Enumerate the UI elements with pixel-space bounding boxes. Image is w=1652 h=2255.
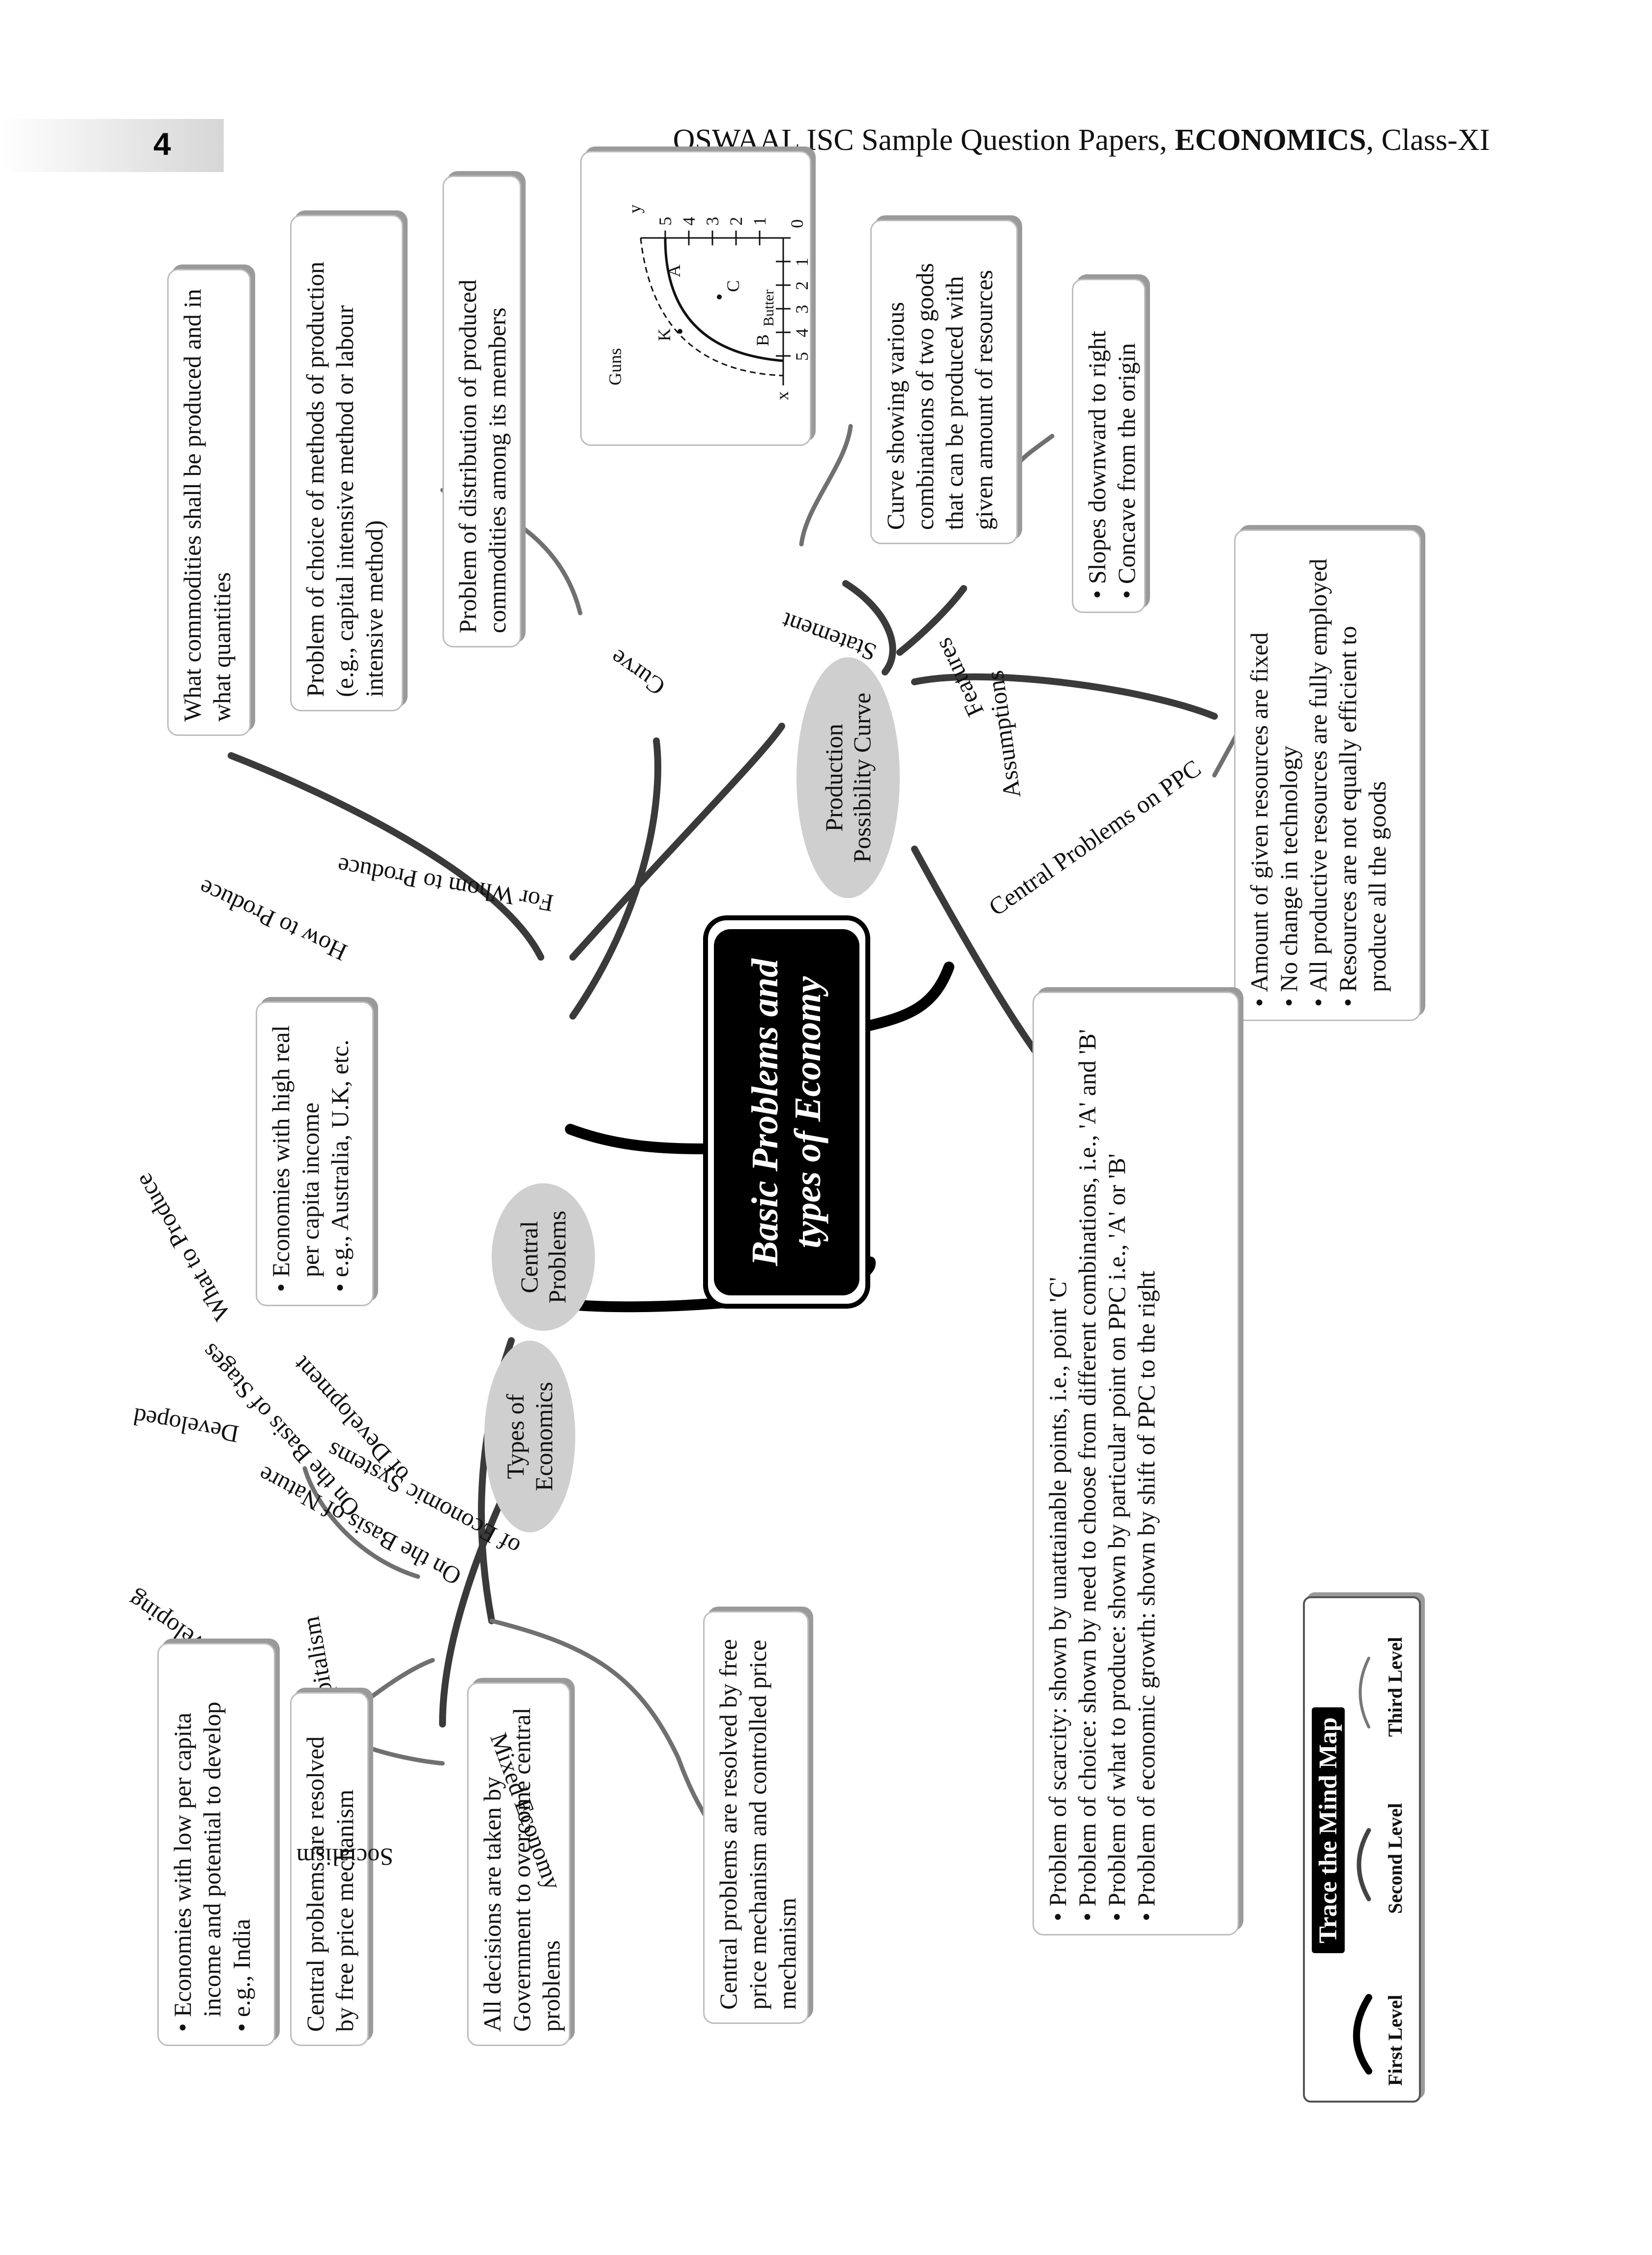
ppc-problems-box: Problem of scarcity: shown by unattainab… — [1032, 992, 1239, 1935]
x-axis-letter: x — [772, 391, 792, 400]
central-problems-line-2: Problems — [543, 1210, 571, 1304]
for-whom-to-produce-box: Problem of distribution of produced comm… — [442, 176, 521, 647]
ppc-line-1: Production — [820, 724, 848, 832]
y-tick-1: 1 — [750, 217, 769, 226]
y-tick-4: 4 — [679, 217, 699, 226]
ppc-graph: Guns y 0 1 2 3 4 5 1 2 3 4 5 Butter x A — [605, 205, 812, 400]
developed-box: Economies with high real per capita inco… — [256, 1001, 374, 1306]
statement-box: Curve showing various combinations of tw… — [870, 220, 1018, 544]
y-axis-letter: y — [625, 205, 645, 213]
point-k-label: K — [654, 328, 674, 341]
center-title: Basic Problems and types of Economy — [744, 959, 830, 1266]
assumption-3: All productive resources are fully emplo… — [1303, 544, 1333, 1007]
feature-2: Concave from the origin — [1112, 293, 1141, 599]
assumption-2: No change in technology — [1274, 544, 1303, 1007]
assumption-1: Amount of given resources are fixed — [1244, 544, 1274, 1007]
statement-text: Curve showing various combinations of tw… — [882, 263, 998, 530]
y-axis-title: Guns — [605, 348, 625, 385]
how-to-produce-text: Problem of choice of methods of producti… — [301, 262, 388, 697]
x-tick-1: 1 — [792, 258, 812, 266]
feature-1: Slopes downward to right — [1082, 293, 1112, 599]
x-tick-2: 2 — [792, 281, 812, 290]
trace-legend: Trace the Mind Map First Level Second Le… — [1303, 1596, 1421, 2103]
central-problems-line-1: Central — [515, 1221, 543, 1293]
center-title-line-2: types of Economy — [787, 976, 828, 1249]
point-a-label: A — [664, 264, 684, 277]
features-box: Slopes downward to right Concave from th… — [1072, 279, 1146, 613]
x-tick-5: 5 — [792, 352, 812, 361]
x-axis-title: Butter — [761, 290, 777, 326]
ppc-graph-box: Guns y 0 1 2 3 4 5 1 2 3 4 5 Butter x A — [580, 151, 812, 446]
developed-1: Economies with high real per capita inco… — [266, 1016, 325, 1292]
page-number: 4 — [153, 126, 171, 162]
mixed-economy-box: Central problems are resolved by free pr… — [703, 1611, 809, 2024]
center-title-line-1: Basic Problems and — [744, 959, 786, 1266]
running-head: OSWAAL ISC Sample Question Papers, ECONO… — [673, 123, 1490, 158]
for-whom-to-produce-text: Problem of distribution of produced comm… — [454, 279, 511, 633]
ppc-line-2: Possibility Curve — [848, 693, 876, 863]
point-c-label: C — [723, 280, 743, 292]
y-tick-2: 2 — [726, 217, 746, 226]
y-tick-5: 5 — [655, 217, 675, 226]
types-line-1: Types of — [502, 1394, 529, 1479]
socialism-label: Socialism — [296, 1844, 393, 1871]
developed-2: e.g., Australia, U.K, etc. — [325, 1016, 354, 1292]
legend-second-level: Second Level — [1384, 1803, 1406, 1914]
x-tick-3: 3 — [792, 305, 812, 314]
x-tick-4: 4 — [792, 328, 812, 337]
center-topic: Basic Problems and types of Economy — [714, 929, 859, 1295]
page-number-tab — [0, 119, 224, 172]
developing-1: Economies with low per capita income and… — [168, 1657, 227, 2032]
point-b-label: B — [753, 334, 772, 346]
legend-first-level: First Level — [1384, 1994, 1406, 2086]
legend-third-level: Third Level — [1384, 1637, 1406, 1737]
ppc-problem-4: Problem of economic growth: shown by shi… — [1131, 1006, 1161, 1921]
ppc-problem-1: Problem of scarcity: shown by unattainab… — [1043, 1006, 1072, 1921]
ppc-problem-3: Problem of what to produce: shown by par… — [1102, 1006, 1131, 1921]
types-line-2: Economics — [530, 1381, 558, 1492]
y-tick-3: 3 — [703, 217, 722, 226]
running-head-subject: ECONOMICS — [1175, 123, 1366, 157]
developing-box: Economies with low per capita income and… — [157, 1643, 275, 2046]
what-to-produce-box: What commodities shall be produced and i… — [167, 269, 251, 736]
ppc-problem-2: Problem of choice: shown by need to choo… — [1072, 1006, 1102, 1921]
legend-arcs — [1353, 1657, 1372, 2075]
how-to-produce-box: Problem of choice of methods of producti… — [290, 215, 403, 711]
developing-2: e.g., India — [227, 1657, 256, 2032]
assumptions-box: Amount of given resources are fixed No c… — [1234, 529, 1421, 1021]
assumption-4: Resources are not equally efficient to p… — [1333, 544, 1392, 1007]
running-head-suffix: , Class-XI — [1366, 123, 1490, 157]
mixed-economy-text: Central problems are resolved by free pr… — [714, 1639, 801, 2010]
origin-label: 0 — [787, 219, 807, 228]
what-to-produce-text: What commodities shall be produced and i… — [178, 289, 236, 722]
